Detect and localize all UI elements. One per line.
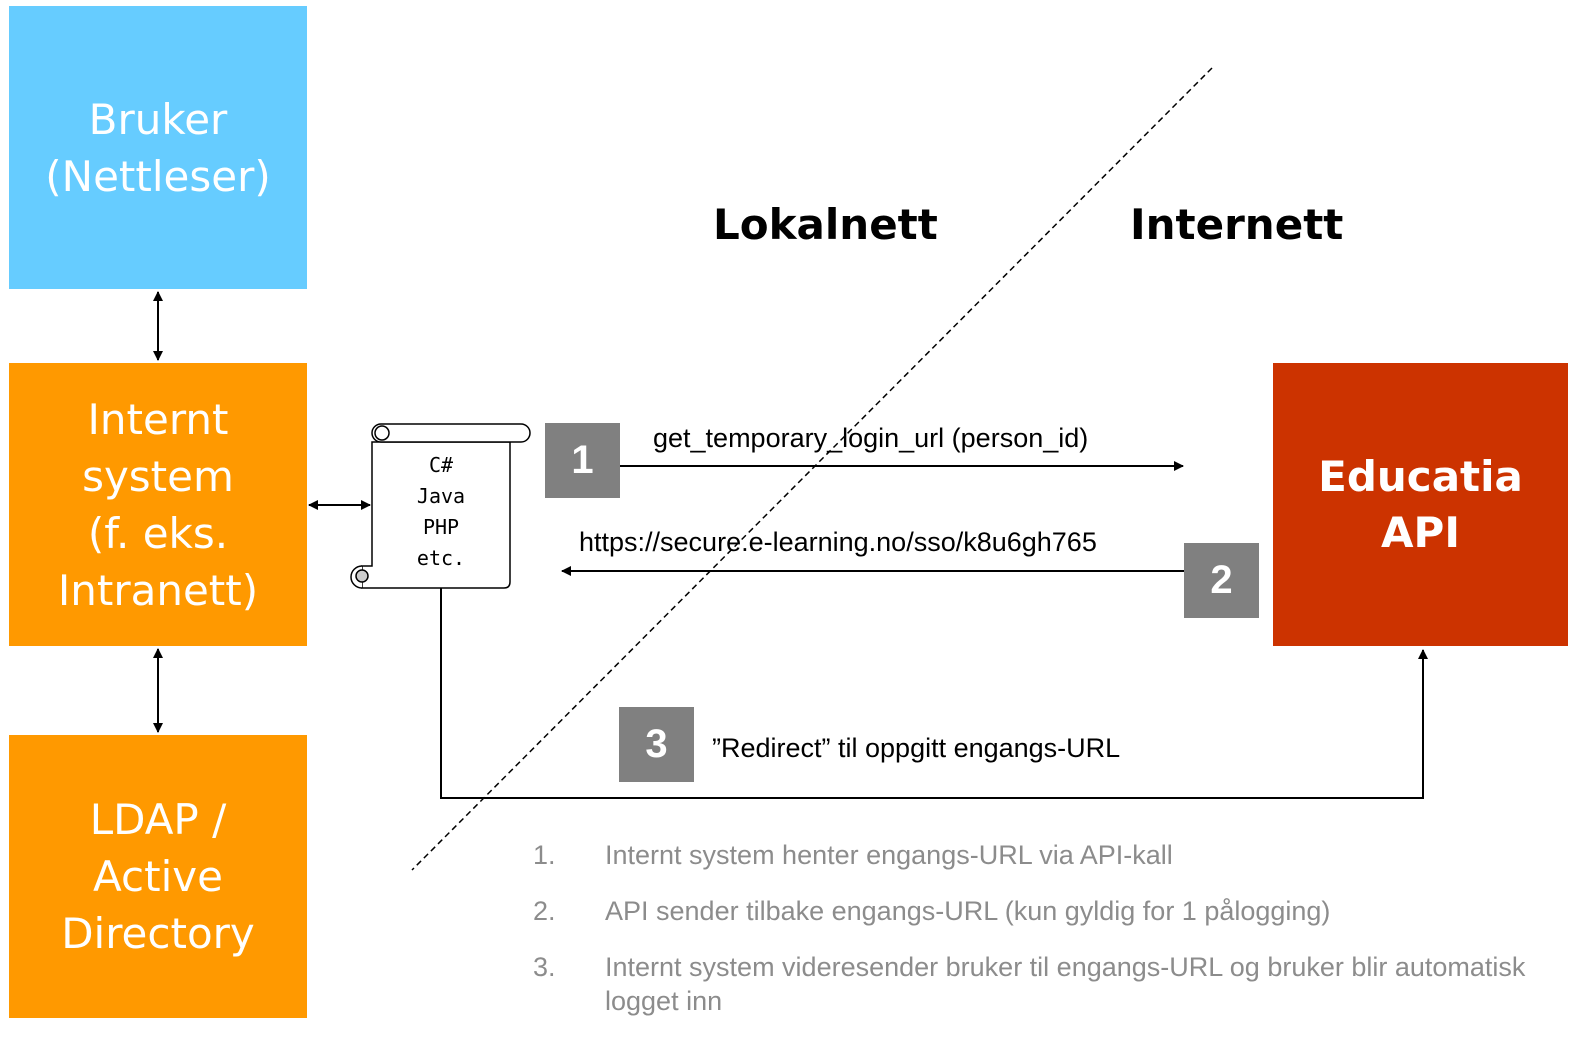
steps-list-text: Internt system videresender bruker til e…: [605, 952, 1526, 1016]
arrow-step-3: [440, 588, 1428, 799]
step-badge-3: 3: [619, 707, 694, 782]
steps-list-number: 1.: [533, 840, 556, 870]
browser-box: Bruker (Nettleser): [9, 6, 307, 289]
script-languages: C# Java PHP etc.: [416, 453, 466, 570]
ldap-box: LDAP / Active Directory: [9, 735, 307, 1018]
educatia-api-box: Educatia API: [1273, 363, 1568, 646]
steps-list-text: API sender tilbake engangs-URL (kun gyld…: [605, 896, 1331, 926]
steps-list-text: Internt system henter engangs-URL via AP…: [605, 840, 1173, 870]
zone-label-internet: Internett: [1130, 200, 1344, 249]
ldap-box-label: LDAP / Active Directory: [61, 795, 255, 958]
network-boundary-line: [411, 67, 1213, 871]
internal-system-box-label: Internt system (f. eks. Intranett): [57, 394, 259, 615]
steps-list-number: 3.: [533, 952, 556, 982]
zone-label-local: Lokalnett: [713, 200, 938, 249]
steps-list-item: 3. Internt system videresender bruker ti…: [533, 950, 1573, 1018]
steps-list-item: 1. Internt system henter engangs-URL via…: [533, 838, 1573, 872]
flow-label-3: ”Redirect” til oppgitt engangs-URL: [712, 733, 1121, 763]
step-badge-1: 1: [545, 423, 620, 498]
browser-box-label: Bruker (Nettleser): [45, 94, 271, 201]
flow-label-2: https://secure.e-learning.no/sso/k8u6gh7…: [579, 527, 1097, 557]
steps-list-number: 2.: [533, 896, 556, 926]
internal-system-box: Internt system (f. eks. Intranett): [9, 363, 307, 646]
step-badge-2: 2: [1184, 543, 1259, 618]
flow-label-1: get_temporary_login_url (person_id): [653, 423, 1089, 453]
steps-list-item: 2. API sender tilbake engangs-URL (kun g…: [533, 894, 1573, 928]
script-scroll-icon: [350, 423, 531, 589]
steps-list: 1. Internt system henter engangs-URL via…: [533, 838, 1573, 1040]
educatia-api-box-label: Educatia API: [1318, 451, 1523, 557]
